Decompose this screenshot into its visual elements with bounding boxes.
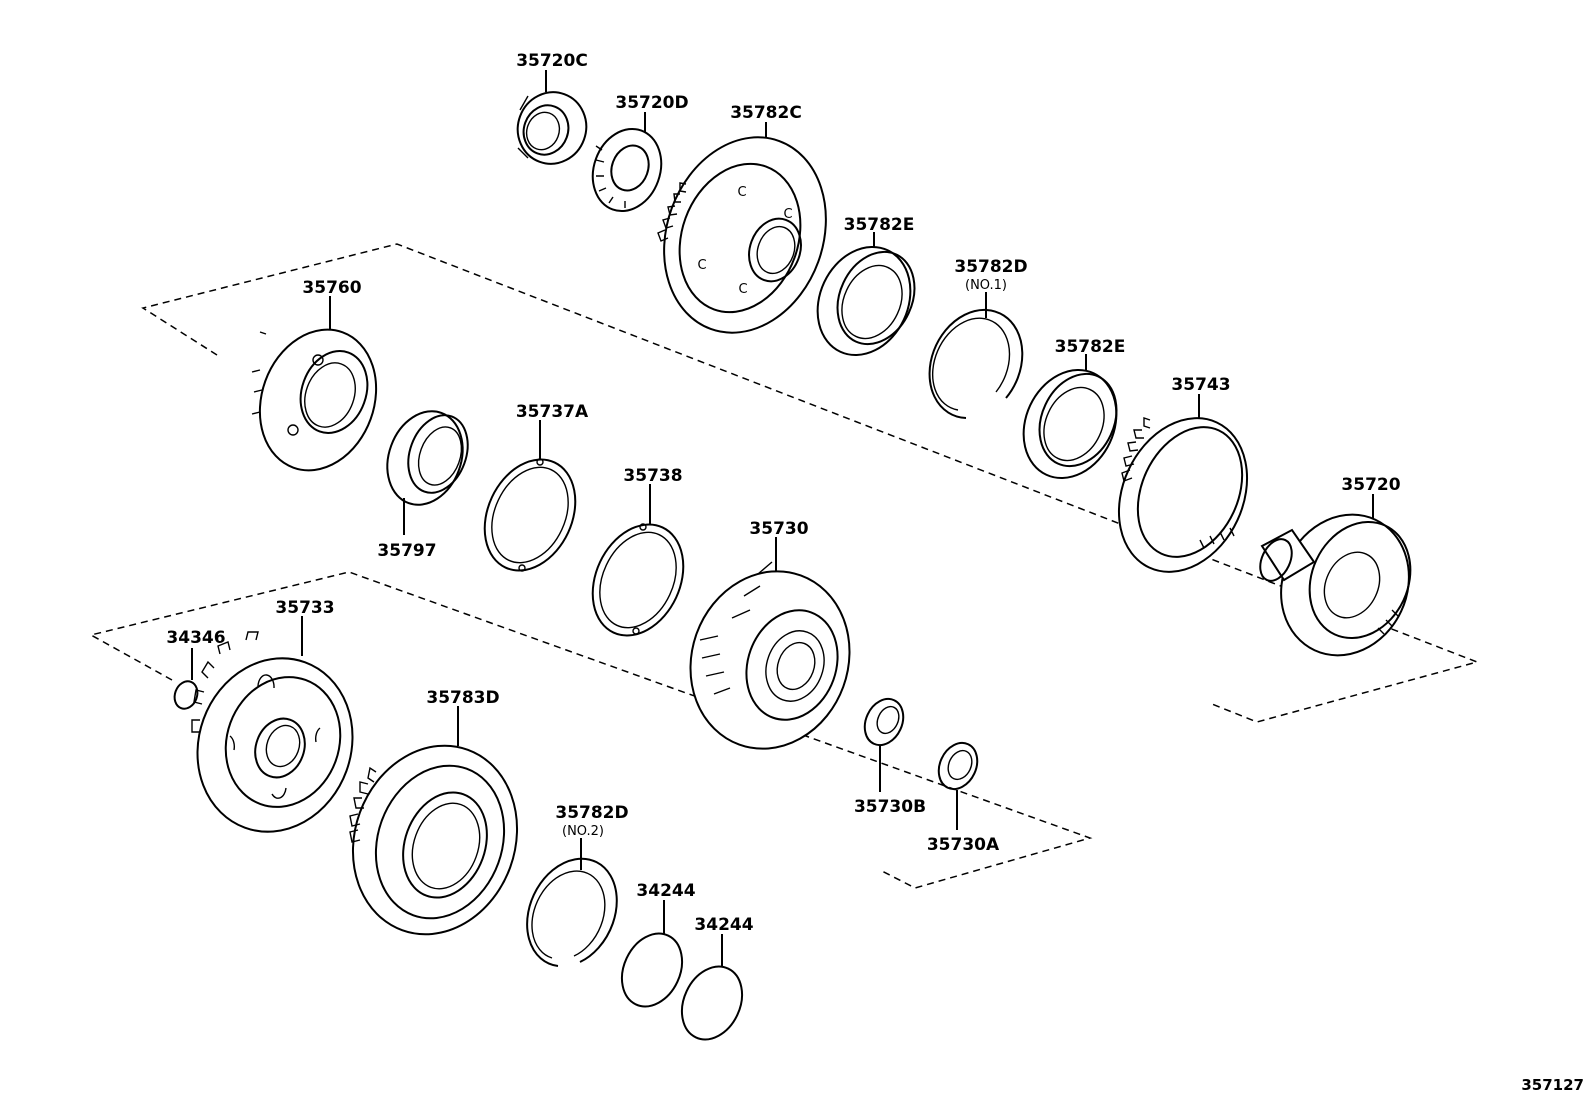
part-34346[interactable] xyxy=(171,648,201,712)
label-35782D-no2: 35782D xyxy=(555,803,628,823)
label-34244-a: 34244 xyxy=(636,881,695,901)
part-35738[interactable] xyxy=(575,484,700,650)
group-outline-lower xyxy=(88,571,1093,889)
label-35720C: 35720C xyxy=(516,51,588,71)
group-outline-upper xyxy=(141,243,1480,723)
label-35782D-no1-note: (NO.1) xyxy=(965,278,1007,293)
label-35760: 35760 xyxy=(302,278,361,298)
svg-text:C: C xyxy=(783,207,792,222)
label-35738: 35738 xyxy=(623,466,682,486)
label-35782D-no1: 35782D xyxy=(954,257,1027,277)
svg-text:C: C xyxy=(738,282,747,297)
part-35730A[interactable] xyxy=(932,737,985,830)
part-34244-a[interactable] xyxy=(611,900,694,1016)
label-35782E-b: 35782E xyxy=(1055,337,1126,357)
svg-text:C: C xyxy=(737,185,746,200)
label-35783D: 35783D xyxy=(426,688,499,708)
part-35743[interactable] xyxy=(1095,394,1271,593)
label-35797: 35797 xyxy=(377,541,436,561)
part-35782E-b[interactable] xyxy=(1006,354,1133,493)
part-34244-b[interactable] xyxy=(671,934,754,1049)
part-35782D-no2[interactable] xyxy=(526,838,618,967)
part-35737A[interactable] xyxy=(467,420,592,585)
svg-text:C: C xyxy=(697,258,706,273)
label-35720: 35720 xyxy=(1341,475,1400,495)
label-35730A: 35730A xyxy=(927,835,1000,855)
label-35720D: 35720D xyxy=(615,93,688,113)
part-35733[interactable] xyxy=(173,616,376,854)
diagram-reference-number: 357127 xyxy=(1521,1076,1584,1094)
label-35782D-no2-note: (NO.2) xyxy=(562,824,604,839)
label-35743: 35743 xyxy=(1171,375,1230,395)
part-35730B[interactable] xyxy=(858,693,911,792)
label-35782E-a: 35782E xyxy=(844,215,915,235)
label-34346: 34346 xyxy=(166,628,225,648)
label-35733: 35733 xyxy=(275,598,334,618)
part-35730[interactable] xyxy=(666,537,874,771)
label-35737A: 35737A xyxy=(516,402,589,422)
part-35783D[interactable] xyxy=(327,706,543,958)
label-35730B: 35730B xyxy=(854,797,926,817)
part-35797[interactable] xyxy=(375,401,478,535)
label-34244-b: 34244 xyxy=(694,915,753,935)
part-35720[interactable] xyxy=(1254,494,1432,677)
part-35782E-a[interactable] xyxy=(800,232,928,371)
part-35720D[interactable] xyxy=(582,112,673,221)
part-35760[interactable] xyxy=(241,296,395,487)
part-35782D-no1[interactable] xyxy=(928,292,1024,419)
label-35782C: 35782C xyxy=(730,103,802,123)
label-35730: 35730 xyxy=(749,519,808,539)
part-35782C[interactable]: C C C C xyxy=(638,114,853,355)
part-35720C[interactable] xyxy=(508,70,597,173)
